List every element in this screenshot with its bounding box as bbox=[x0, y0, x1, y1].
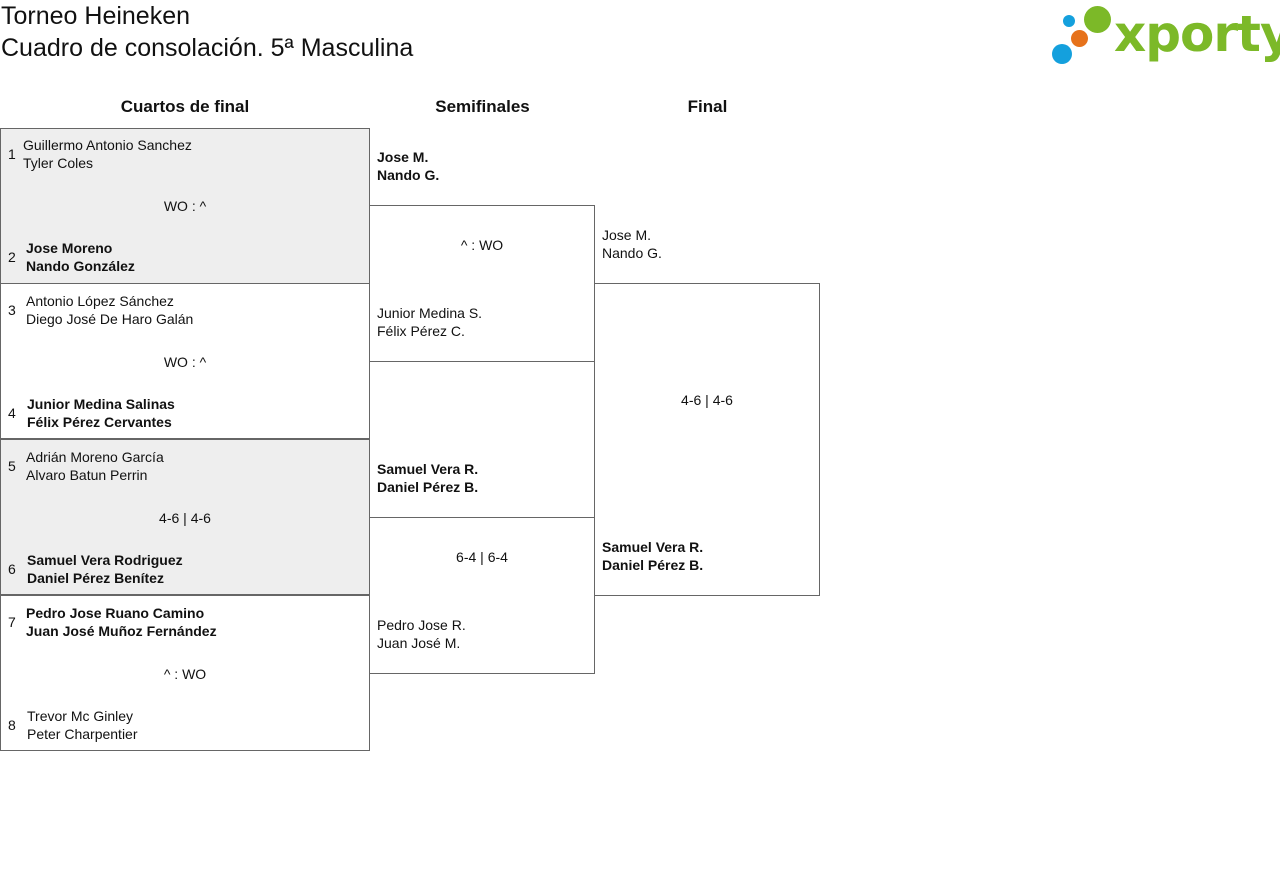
match-score: WO : ^ bbox=[163, 354, 207, 370]
player-name: Diego José De Haro Galán bbox=[26, 311, 194, 327]
team-entry-winner[interactable]: Jose Moreno Nando González bbox=[26, 239, 135, 275]
match-score: ^ : WO bbox=[163, 666, 207, 682]
final-team-winner[interactable]: Samuel Vera R. Daniel Pérez B. bbox=[602, 538, 703, 574]
team-entry-winner[interactable]: Pedro Jose Ruano Camino Juan José Muñoz … bbox=[26, 604, 217, 640]
player-name: Nando G. bbox=[377, 167, 440, 183]
player-name: Pedro Jose R. bbox=[377, 617, 466, 633]
match-score: 6-4 | 6-4 bbox=[456, 549, 508, 565]
seed-number: 1 bbox=[8, 146, 16, 162]
player-name: Adrián Moreno García bbox=[26, 449, 164, 465]
team-entry[interactable]: Trevor Mc Ginley Peter Charpentier bbox=[27, 707, 138, 743]
player-name: Antonio López Sánchez bbox=[26, 293, 174, 309]
player-name: Samuel Vera R. bbox=[377, 461, 479, 477]
quarterfinal-match-4: 7 Pedro Jose Ruano Camino Juan José Muño… bbox=[0, 595, 370, 751]
match-score: ^ : WO bbox=[460, 237, 504, 253]
team-entry-winner[interactable]: Samuel Vera Rodriguez Daniel Pérez Benít… bbox=[27, 551, 183, 587]
player-name: Nando González bbox=[26, 258, 135, 274]
semifinal-team-winner[interactable]: Jose M. Nando G. bbox=[377, 148, 439, 184]
player-name: Guillermo Antonio Sanchez bbox=[23, 137, 192, 153]
match-score: WO : ^ bbox=[163, 198, 207, 214]
player-name: Daniel Pérez B. bbox=[602, 557, 704, 573]
seed-number: 2 bbox=[8, 249, 16, 265]
match-score: 4-6 | 4-6 bbox=[159, 510, 211, 526]
xporty-logo[interactable]: xporty bbox=[1050, 4, 1280, 66]
team-entry[interactable]: Adrián Moreno García Alvaro Batun Perrin bbox=[26, 448, 164, 484]
match-score: 4-6 | 4-6 bbox=[681, 392, 733, 408]
logo-dot-icon bbox=[1071, 30, 1088, 47]
player-name: Pedro Jose Ruano Camino bbox=[26, 605, 205, 621]
tournament-title: Torneo Heineken bbox=[1, 2, 191, 30]
quarterfinal-match-1: 1 Guillermo Antonio Sanchez Tyler Coles … bbox=[0, 128, 370, 284]
player-name: Daniel Pérez Benítez bbox=[27, 570, 164, 586]
player-name: Félix Pérez Cervantes bbox=[27, 414, 172, 430]
quarterfinal-match-2: 3 Antonio López Sánchez Diego José De Ha… bbox=[0, 283, 370, 439]
player-name: Samuel Vera R. bbox=[602, 539, 704, 555]
team-entry[interactable]: Guillermo Antonio Sanchez Tyler Coles bbox=[23, 136, 192, 172]
logo-dot-icon bbox=[1052, 44, 1072, 64]
semifinal-team[interactable]: Pedro Jose R. Juan José M. bbox=[377, 616, 466, 652]
player-name: Tyler Coles bbox=[23, 155, 94, 171]
player-name: Junior Medina S. bbox=[377, 305, 483, 321]
quarterfinal-match-3: 5 Adrián Moreno García Alvaro Batun Perr… bbox=[0, 439, 370, 595]
team-entry-winner[interactable]: Junior Medina Salinas Félix Pérez Cervan… bbox=[27, 395, 175, 431]
player-name: Jose M. bbox=[602, 227, 652, 243]
seed-number: 7 bbox=[8, 614, 16, 630]
draw-subtitle: Cuadro de consolación. 5ª Masculina bbox=[1, 34, 414, 62]
player-name: Félix Pérez C. bbox=[377, 323, 465, 339]
round-heading-semifinals: Semifinales bbox=[435, 97, 530, 116]
final-match: 4-6 | 4-6 bbox=[594, 283, 820, 596]
player-name: Trevor Mc Ginley bbox=[27, 708, 134, 724]
round-heading-quarterfinals: Cuartos de final bbox=[120, 97, 250, 116]
player-name: Junior Medina Salinas bbox=[27, 396, 175, 412]
team-entry[interactable]: Antonio López Sánchez Diego José De Haro… bbox=[26, 292, 193, 328]
logo-dot-icon bbox=[1084, 6, 1111, 33]
seed-number: 6 bbox=[8, 561, 16, 577]
seed-number: 3 bbox=[8, 302, 16, 318]
round-heading-final: Final bbox=[687, 97, 728, 116]
seed-number: 5 bbox=[8, 458, 16, 474]
logo-dot-icon bbox=[1063, 15, 1075, 27]
player-name: Peter Charpentier bbox=[27, 726, 138, 742]
player-name: Juan José M. bbox=[377, 635, 461, 651]
player-name: Alvaro Batun Perrin bbox=[26, 467, 148, 483]
player-name: Jose Moreno bbox=[26, 240, 113, 256]
player-name: Jose M. bbox=[377, 149, 429, 165]
final-team[interactable]: Jose M. Nando G. bbox=[602, 226, 662, 262]
seed-number: 8 bbox=[8, 717, 16, 733]
player-name: Daniel Pérez B. bbox=[377, 479, 479, 495]
player-name: Samuel Vera Rodriguez bbox=[27, 552, 183, 568]
player-name: Nando G. bbox=[602, 245, 662, 261]
logo-wordmark: xporty bbox=[1114, 5, 1280, 63]
seed-number: 4 bbox=[8, 405, 16, 421]
player-name: Juan José Muñoz Fernández bbox=[26, 623, 217, 639]
semifinal-team[interactable]: Junior Medina S. Félix Pérez C. bbox=[377, 304, 482, 340]
semifinal-team-winner[interactable]: Samuel Vera R. Daniel Pérez B. bbox=[377, 460, 478, 496]
